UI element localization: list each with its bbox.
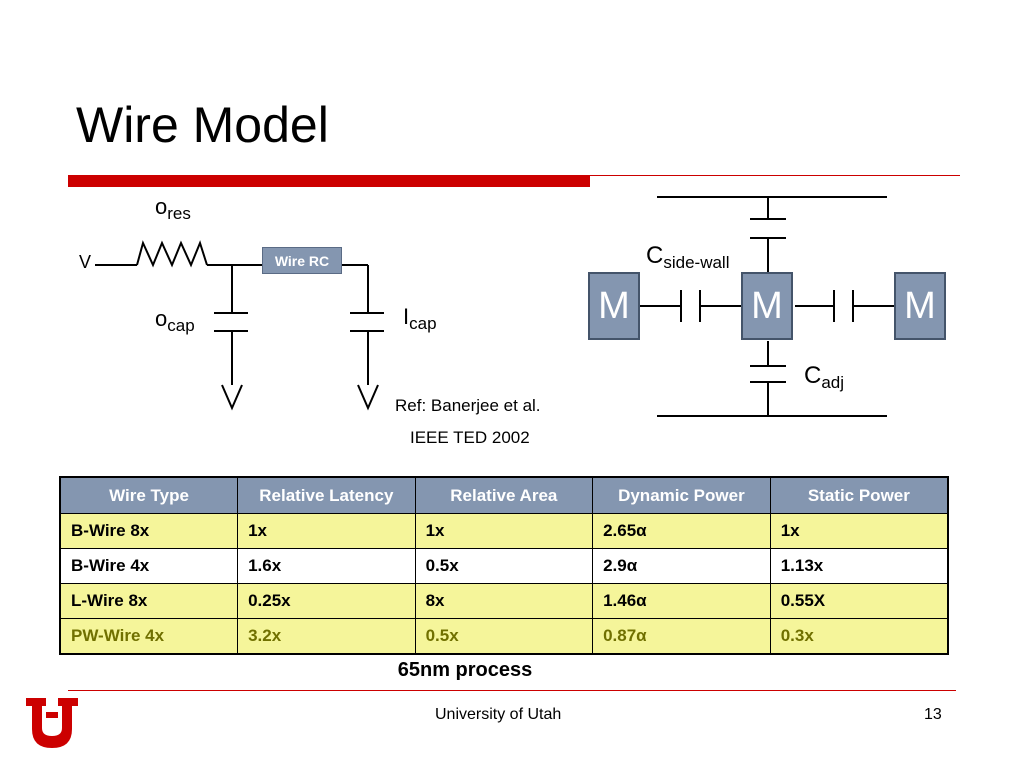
rc-circuit: [95, 240, 384, 411]
reference-line-1: Ref: Banerjee et al.: [395, 396, 541, 415]
resistor: [136, 240, 208, 268]
title-underline-bar: [68, 175, 590, 187]
table-cell: 8x: [414, 583, 594, 619]
metal-box-right: M: [894, 272, 946, 340]
column-header: Relative Area: [414, 476, 594, 514]
metal-box-left: M: [588, 272, 640, 340]
table-cell: 0.87α: [592, 618, 771, 655]
university-logo-icon: [26, 698, 78, 748]
column-header: Static Power: [769, 476, 949, 514]
table-cell: 0.55X: [769, 583, 949, 619]
table-cell: 1x: [414, 513, 594, 549]
table-cell: 0.5x: [414, 618, 594, 655]
wire-rc-box: Wire RC: [262, 247, 342, 274]
table-cell: 0.3x: [769, 618, 949, 655]
page-number: 13: [924, 706, 942, 723]
table-row: L-Wire 8x 0.25x 8x 1.46α 0.55X: [59, 583, 949, 619]
table-cell: 2.9α: [592, 548, 771, 584]
table-cell: 1.6x: [237, 548, 416, 584]
table-cell: 1x: [237, 513, 416, 549]
metal-box-center: M: [741, 272, 793, 340]
voltage-label: V: [79, 252, 92, 272]
column-header: Wire Type: [59, 476, 239, 514]
table-cell: PW-Wire 4x: [59, 618, 239, 655]
table-cell: 0.5x: [414, 548, 594, 584]
table-cell: L-Wire 8x: [59, 583, 239, 619]
right-ground: [357, 384, 379, 411]
title-underline-line: [590, 175, 960, 176]
left-capacitance-label: ocap: [155, 306, 195, 335]
table-cell: 1.46α: [592, 583, 771, 619]
adjacent-capacitance-label: Cadj: [804, 362, 845, 392]
wire-model-diagram: [95, 196, 894, 417]
capacitance-model: [640, 196, 894, 417]
reference-line-2: IEEE TED 2002: [410, 428, 530, 447]
right-capacitance-label: Icap: [403, 304, 437, 333]
column-header: Dynamic Power: [592, 476, 771, 514]
table-caption: 65nm process: [397, 659, 533, 681]
table-row: B-Wire 4x 1.6x 0.5x 2.9α 1.13x: [59, 548, 949, 584]
side-wall-capacitance-label: Cside-wall: [646, 242, 730, 272]
column-header: Relative Latency: [237, 476, 416, 514]
wire-comparison-table: Wire Type Relative Latency Relative Area…: [59, 476, 949, 655]
table-row: B-Wire 8x 1x 1x 2.65α 1x: [59, 513, 949, 549]
table-header-row: Wire Type Relative Latency Relative Area…: [59, 476, 949, 514]
table-cell: 3.2x: [237, 618, 416, 655]
footer-text: University of Utah: [435, 706, 562, 723]
table-cell: 1.13x: [769, 548, 949, 584]
table-cell: B-Wire 4x: [59, 548, 239, 584]
resistance-label: ores: [155, 194, 191, 223]
footer-divider: [68, 690, 956, 691]
table-row: PW-Wire 4x 3.2x 0.5x 0.87α 0.3x: [59, 618, 949, 655]
page-title: Wire Model: [76, 97, 329, 153]
table-cell: 2.65α: [592, 513, 771, 549]
left-ground: [221, 384, 243, 411]
table-cell: B-Wire 8x: [59, 513, 239, 549]
table-cell: 1x: [769, 513, 949, 549]
table-cell: 0.25x: [237, 583, 416, 619]
